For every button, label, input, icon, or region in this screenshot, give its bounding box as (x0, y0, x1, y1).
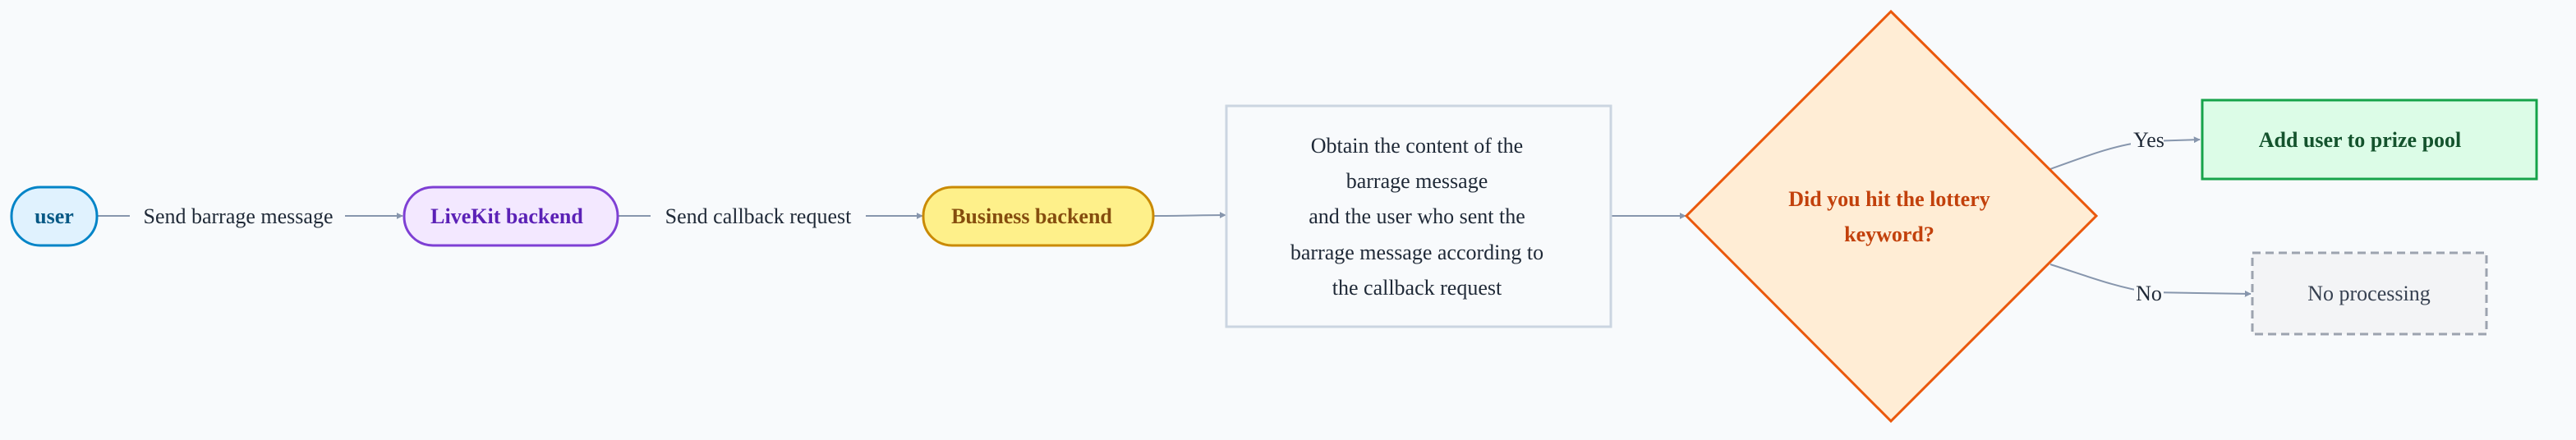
node-user: user (10, 186, 99, 247)
edge-user-to-livekit: Send barrage message (97, 202, 403, 230)
node-livekit-backend: LiveKit backend (402, 186, 619, 247)
edge-decision-to-noproc: No (2049, 264, 2252, 305)
node-prize-label: Add user to prize pool (2259, 128, 2462, 152)
node-business-label: Business backend (951, 204, 1112, 228)
node-noproc-shape (2251, 251, 2488, 336)
node-obtain-shape (1225, 104, 1612, 328)
edge-label-send-barrage: Send barrage message (143, 204, 333, 228)
node-obtain-line-5: the callback request (1332, 276, 1502, 300)
node-business-backend: Business backend (922, 186, 1155, 247)
node-add-to-prize-pool: Add user to prize pool (2201, 99, 2538, 181)
edge-label-bg (2134, 279, 2164, 305)
edge-label-send-callback: Send callback request (665, 204, 852, 228)
node-obtain-content: Obtain the content of the barrage messag… (1225, 104, 1612, 328)
edge-decision-to-prize: Yes (2049, 126, 2201, 170)
edge-business-to-obtain (1152, 212, 1226, 219)
edge-label-bg (130, 202, 345, 230)
node-obtain-line-1: Obtain the content of the (1311, 134, 1523, 158)
node-livekit-shape (402, 186, 619, 247)
node-decision-line-1: Did you hit the lottery (1788, 187, 1990, 211)
node-prize-shape (2201, 99, 2538, 181)
node-business-shape (922, 186, 1155, 247)
node-obtain-line-3: and the user who sent the (1309, 204, 1525, 228)
edge-label-bg (2131, 126, 2164, 152)
node-user-label: user (34, 204, 74, 228)
node-no-processing: No processing (2251, 251, 2488, 336)
edge-livekit-to-business: Send callback request (618, 202, 923, 230)
node-livekit-label: LiveKit backend (430, 204, 583, 228)
edge-label-bg (651, 202, 866, 230)
node-decision-shape (1684, 9, 2099, 424)
edge-label-yes: Yes (2133, 128, 2164, 152)
edge-label-no: No (2136, 282, 2162, 305)
node-decision-line-2: keyword? (1844, 222, 1934, 246)
node-user-shape (10, 186, 99, 247)
node-decision-lottery: Did you hit the lottery keyword? (1684, 9, 2099, 424)
node-obtain-line-2: barrage message (1346, 169, 1488, 193)
node-obtain-line-4: barrage message according to (1290, 241, 1543, 264)
node-noproc-label: No processing (2307, 282, 2430, 305)
